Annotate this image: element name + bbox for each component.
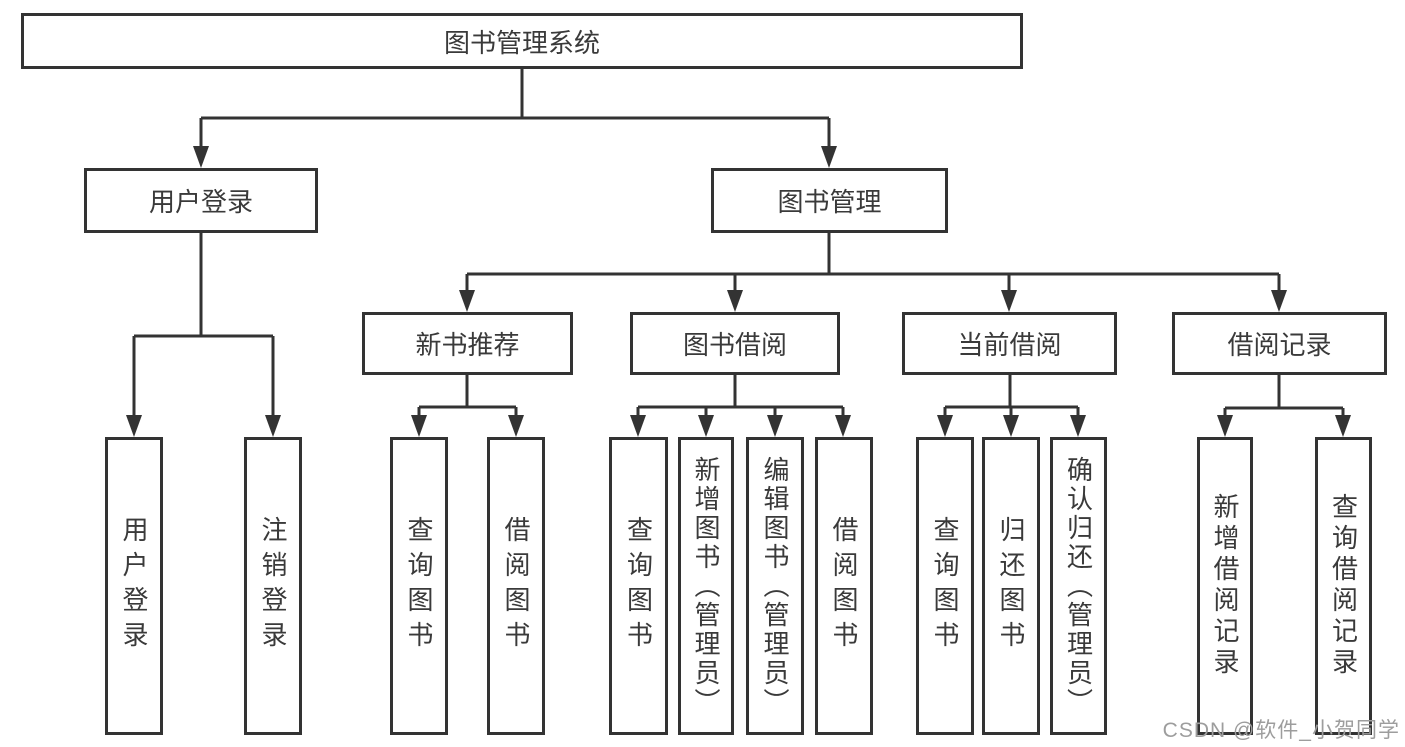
- csdn-watermark: CSDN @软件_小贺同学: [1162, 719, 1400, 742]
- leaf-user-login-label: 用户登录: [119, 516, 149, 656]
- leaf-query-borrow-record: 查询借阅记录: [1315, 437, 1372, 735]
- leaf-query-book-current-label: 查询图书: [930, 516, 960, 656]
- leaf-query-borrow-record-label: 查询借阅记录: [1328, 493, 1359, 679]
- connector-stems: [132, 69, 1345, 420]
- node-borrow-records-label: 借阅记录: [1227, 330, 1332, 360]
- leaf-borrow-book-recommend-label: 借阅图书: [501, 516, 531, 656]
- leaf-return-book: 归还图书: [982, 437, 1040, 735]
- leaf-query-book-recommend: 查询图书: [390, 437, 448, 735]
- node-book-borrow: 图书借阅: [630, 312, 840, 375]
- leaf-logout-label: 注销登录: [258, 516, 288, 656]
- leaf-add-borrow-record: 新增借阅记录: [1197, 437, 1253, 735]
- leaf-user-login: 用户登录: [105, 437, 163, 735]
- arrowheads: [126, 146, 1351, 437]
- node-root-label: 图书管理系统: [443, 27, 600, 58]
- leaf-query-book-borrow: 查询图书: [609, 437, 668, 735]
- leaf-edit-book-admin-label: 编辑图书（管理员）: [760, 455, 790, 717]
- node-user-login: 用户登录: [84, 168, 318, 233]
- node-borrow-records: 借阅记录: [1172, 312, 1387, 375]
- node-root: 图书管理系统: [21, 13, 1023, 69]
- leaf-query-book-current: 查询图书: [916, 437, 974, 735]
- leaf-borrow-book: 借阅图书: [815, 437, 873, 735]
- node-new-book-recommend-label: 新书推荐: [415, 330, 520, 360]
- leaf-confirm-return-admin: 确认归还（管理员）: [1050, 437, 1107, 735]
- leaf-borrow-book-label: 借阅图书: [829, 516, 859, 656]
- node-book-management-label: 图书管理: [777, 187, 882, 217]
- leaf-edit-book-admin: 编辑图书（管理员）: [746, 437, 804, 735]
- leaf-query-book-borrow-label: 查询图书: [623, 516, 654, 656]
- leaf-borrow-book-recommend: 借阅图书: [487, 437, 545, 735]
- leaf-add-book-admin-label: 新增图书（管理员）: [691, 455, 721, 717]
- node-book-management: 图书管理: [711, 168, 948, 233]
- leaf-logout: 注销登录: [244, 437, 302, 735]
- leaf-return-book-label: 归还图书: [996, 516, 1026, 656]
- node-current-borrow: 当前借阅: [902, 312, 1117, 375]
- node-book-borrow-label: 图书借阅: [682, 330, 787, 360]
- leaf-confirm-return-admin-label: 确认归还（管理员）: [1063, 455, 1094, 717]
- node-current-borrow-label: 当前借阅: [957, 330, 1062, 360]
- node-user-login-label: 用户登录: [148, 187, 253, 217]
- node-new-book-recommend: 新书推荐: [362, 312, 573, 375]
- leaf-add-borrow-record-label: 新增借阅记录: [1210, 493, 1240, 679]
- leaf-add-book-admin: 新增图书（管理员）: [678, 437, 734, 735]
- leaf-query-book-recommend-label: 查询图书: [404, 516, 434, 656]
